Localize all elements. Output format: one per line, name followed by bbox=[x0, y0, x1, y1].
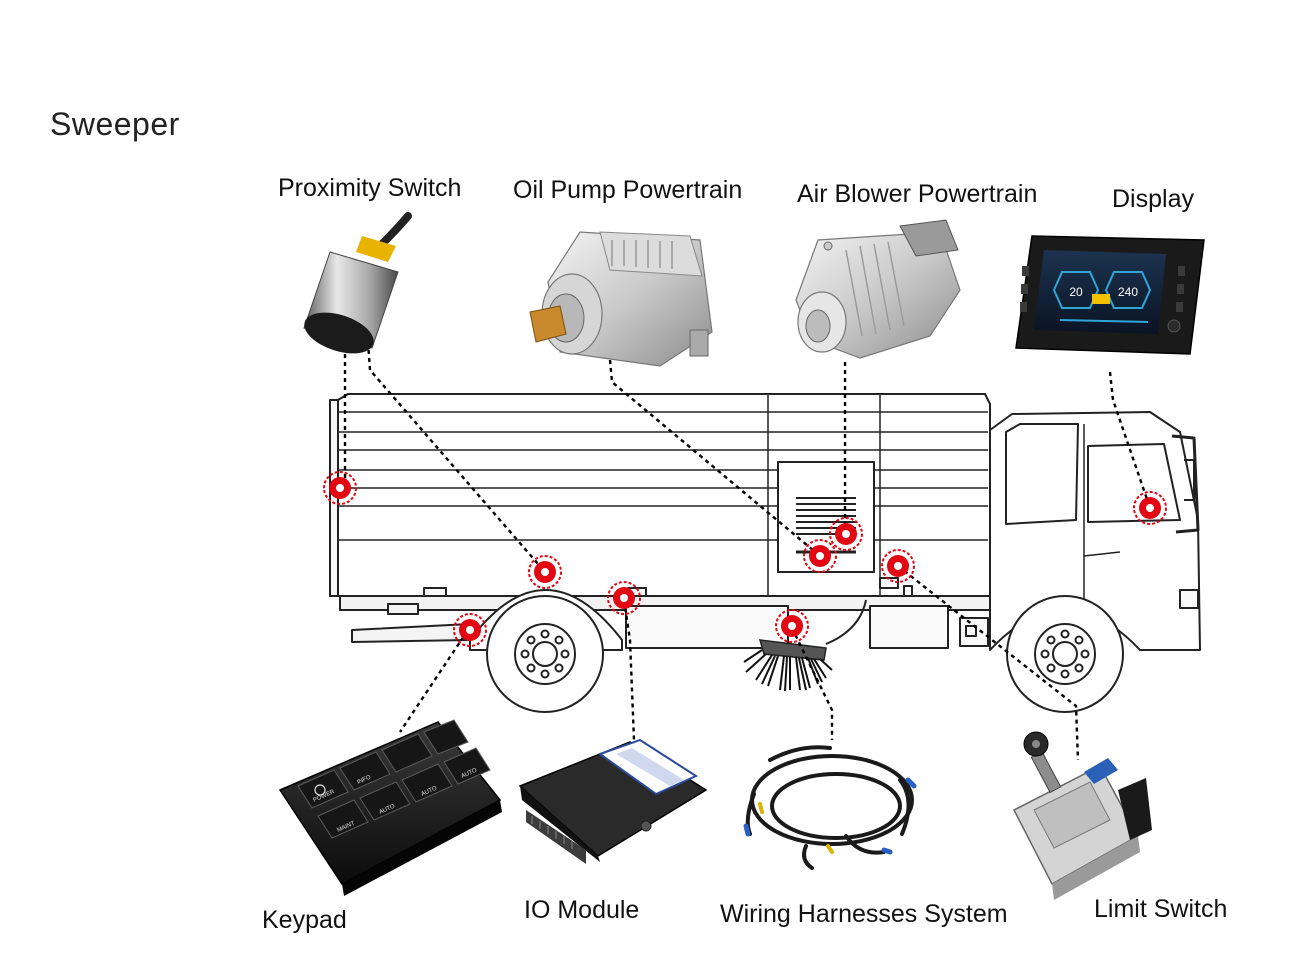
marker-io-module bbox=[607, 581, 641, 615]
keypad-power-icon bbox=[314, 784, 326, 796]
location-markers bbox=[323, 471, 1167, 647]
label-proximity-switch: Proximity Switch bbox=[278, 174, 462, 202]
front-wheel bbox=[1006, 595, 1124, 713]
page-title: Sweeper bbox=[50, 106, 180, 142]
marker-keypad bbox=[453, 613, 487, 647]
rear-wheel bbox=[486, 595, 604, 713]
io-module-image bbox=[518, 738, 708, 864]
leader-lines bbox=[343, 341, 1152, 761]
label-wiring-harnesses-system: Wiring Harnesses System bbox=[720, 900, 1008, 928]
marker-display bbox=[1133, 491, 1167, 525]
label-limit-switch: Limit Switch bbox=[1094, 895, 1228, 923]
marker-oil-pump bbox=[803, 539, 837, 573]
marker-proximity-switch bbox=[323, 471, 357, 505]
display-left-gauge: 20 bbox=[1069, 285, 1083, 299]
sweeper-truck-outline bbox=[329, 393, 1201, 651]
display-image: 20 240 bbox=[1015, 235, 1205, 355]
label-display: Display bbox=[1112, 185, 1194, 213]
display-right-gauge: 240 bbox=[1118, 285, 1138, 299]
marker-air-blower bbox=[829, 517, 863, 551]
wiring-harness-image bbox=[743, 745, 917, 870]
marker-proximity-switch-2 bbox=[528, 555, 562, 589]
side-brush bbox=[743, 599, 867, 692]
limit-switch-image bbox=[1012, 731, 1152, 900]
marker-limit-switch bbox=[881, 549, 915, 583]
air-blower-powertrain-image bbox=[795, 219, 961, 359]
keypad-image: POWER INFO MAINT AUTO AUTO AUTO bbox=[278, 719, 502, 896]
proximity-switch-image bbox=[303, 212, 412, 354]
label-oil-pump-powertrain: Oil Pump Powertrain bbox=[513, 176, 743, 204]
keypad-buttons bbox=[297, 719, 491, 839]
label-keypad: Keypad bbox=[262, 906, 347, 934]
label-air-blower-powertrain: Air Blower Powertrain bbox=[797, 180, 1038, 208]
keypad-label-info: INFO bbox=[356, 774, 372, 785]
marker-wiring-harness bbox=[775, 609, 809, 643]
oil-pump-powertrain-image bbox=[529, 231, 713, 367]
label-io-module: IO Module bbox=[524, 896, 640, 924]
